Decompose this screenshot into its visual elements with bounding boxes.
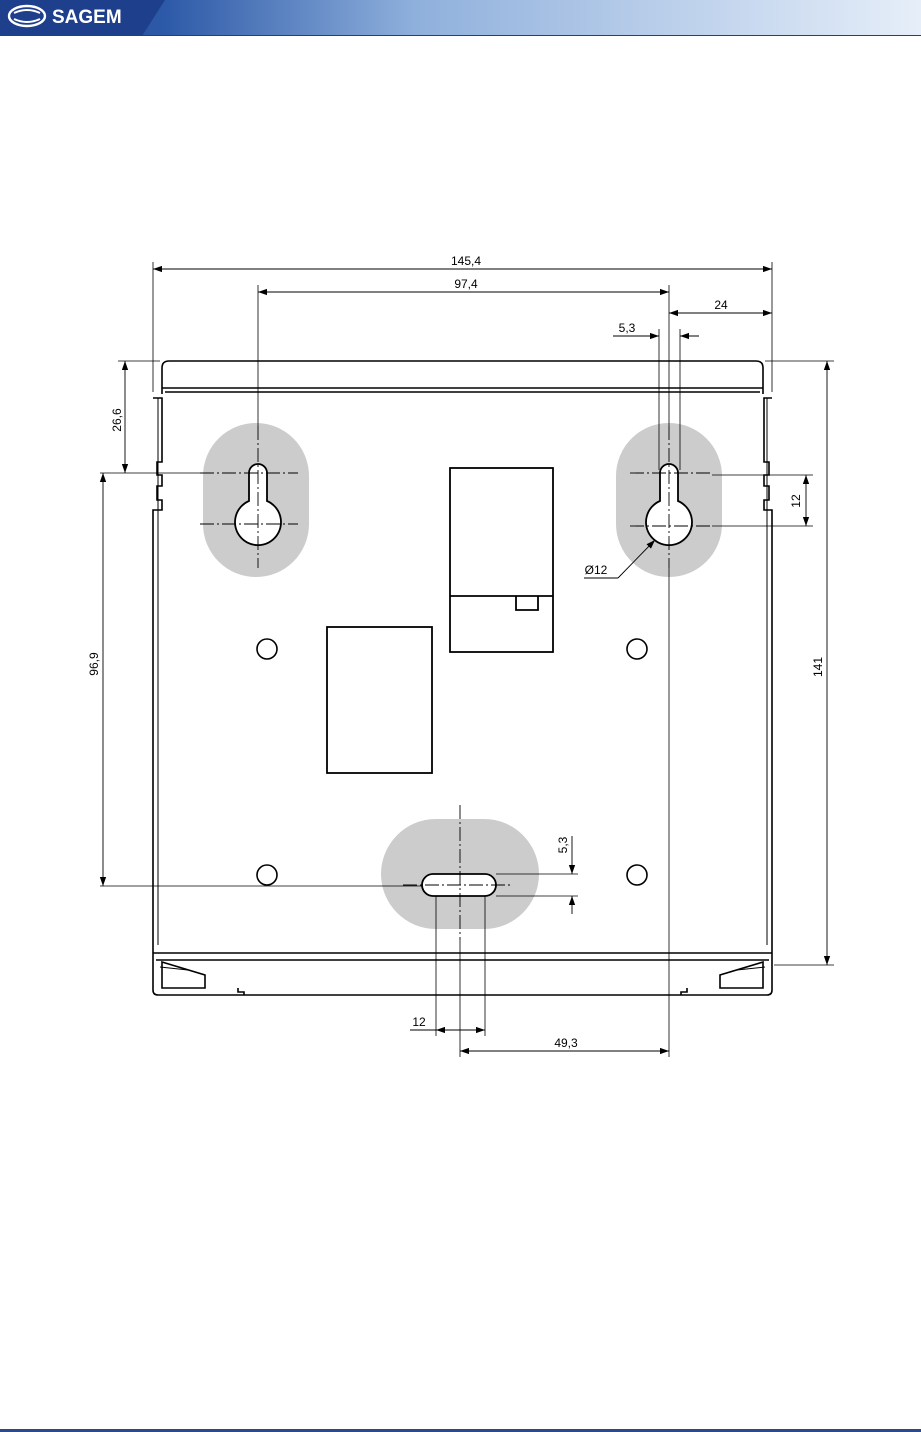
dim-hole-diameter: Ø12	[585, 563, 608, 577]
cutouts	[327, 468, 553, 773]
dim-overall-width: 145,4	[451, 254, 481, 268]
screw-hole-top-left	[257, 639, 277, 659]
dim-slot-length: 12	[412, 1015, 426, 1029]
highlight-zones	[203, 423, 722, 929]
screw-hole-bottom-left	[257, 865, 277, 885]
screw-hole-top-right	[627, 639, 647, 659]
extension-lines	[100, 262, 834, 1057]
dim-hole-spacing: 97,4	[454, 277, 478, 291]
dim-right-offset: 24	[714, 298, 728, 312]
dim-slot-to-hole: 49,3	[554, 1036, 578, 1050]
dim-overall-height: 141	[811, 657, 825, 677]
upper-cutout	[450, 468, 553, 652]
dim-hole-step: 12	[789, 494, 803, 508]
dim-top-to-hole: 26,6	[110, 408, 124, 432]
dim-slot-height: 5,3	[556, 836, 570, 853]
screw-hole-bottom-right	[627, 865, 647, 885]
dim-slot-width-top: 5,3	[619, 321, 636, 335]
dim-vertical-span: 96,9	[87, 652, 101, 676]
dimension-lines	[103, 269, 827, 1051]
left-cutout	[327, 627, 432, 773]
